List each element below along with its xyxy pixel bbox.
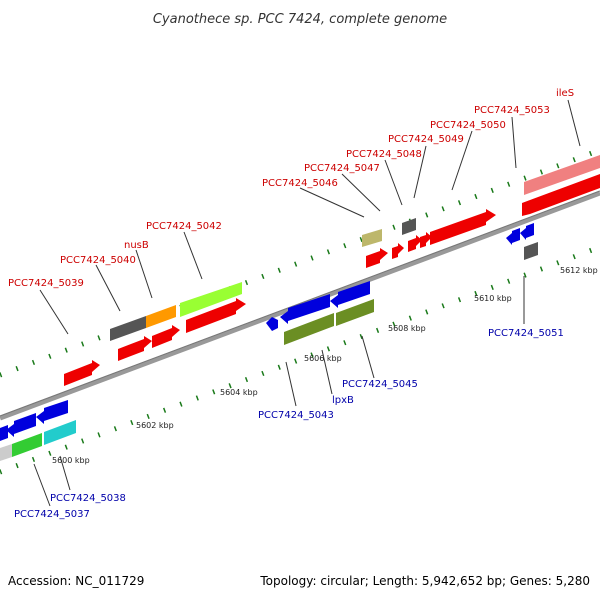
gene-pcc7424-5050[interactable] bbox=[430, 209, 496, 245]
reverse-genes bbox=[0, 223, 538, 461]
reverse-tick-track bbox=[0, 244, 600, 475]
gene-pcc7424-5043[interactable] bbox=[280, 294, 330, 324]
scale-5600: 5600 kbp bbox=[52, 456, 90, 465]
scale-5604: 5604 kbp bbox=[220, 388, 258, 397]
gene-rev-left-2[interactable] bbox=[6, 413, 36, 437]
gene-pcc7424-5039[interactable] bbox=[64, 360, 100, 386]
gene-pcc7424-5049[interactable] bbox=[420, 232, 432, 248]
scale-5610: 5610 kbp bbox=[474, 294, 512, 303]
gene-pcc7424-5051-grey[interactable] bbox=[524, 242, 538, 260]
label-pcc7424-5046[interactable]: PCC7424_5046 bbox=[262, 178, 338, 189]
scale-labels: 5600 kbp 5602 kbp 5604 kbp 5606 kbp 5608… bbox=[52, 266, 598, 465]
label-nusB[interactable]: nusB bbox=[124, 240, 149, 251]
label-pcc7424-5038[interactable]: PCC7424_5038 bbox=[50, 493, 126, 504]
gene-pcc7424-5053[interactable] bbox=[522, 174, 600, 216]
label-pcc7424-5051[interactable]: PCC7424_5051 bbox=[488, 328, 564, 339]
label-pcc7424-5048[interactable]: PCC7424_5048 bbox=[346, 149, 422, 160]
gene-pcc7424-5051[interactable] bbox=[506, 228, 520, 245]
label-pcc7424-5050[interactable]: PCC7424_5050 bbox=[430, 120, 506, 131]
label-pcc7424-5045[interactable]: PCC7424_5045 bbox=[342, 379, 418, 390]
label-lpxB[interactable]: lpxB bbox=[332, 395, 354, 406]
gene-green-left[interactable] bbox=[12, 433, 42, 457]
gene-nusB[interactable] bbox=[152, 325, 180, 348]
label-pcc7424-5039[interactable]: PCC7424_5039 bbox=[8, 278, 84, 289]
reverse-labels: PCC7424_5037 PCC7424_5038 PCC7424_5043 l… bbox=[14, 328, 564, 520]
genome-backbone-edge bbox=[0, 190, 600, 417]
gene-pcc7424-5048-grey[interactable] bbox=[402, 218, 416, 235]
accession-label: Accession: NC_011729 bbox=[8, 574, 145, 588]
scale-5606: 5606 kbp bbox=[304, 354, 342, 363]
scale-5612: 5612 kbp bbox=[560, 266, 598, 275]
gene-cyan-left[interactable] bbox=[44, 420, 76, 445]
scale-5608: 5608 kbp bbox=[388, 324, 426, 333]
gene-pcc7424-5040[interactable] bbox=[118, 336, 152, 361]
gene-pcc7424-5047[interactable] bbox=[392, 243, 404, 259]
label-pcc7424-5040[interactable]: PCC7424_5040 bbox=[60, 255, 136, 266]
label-ileS[interactable]: ileS bbox=[556, 88, 574, 99]
genome-summary: Topology: circular; Length: 5,942,652 bp… bbox=[260, 574, 590, 588]
gene-pcc7424-5042-lime[interactable] bbox=[180, 282, 242, 317]
gene-pcc7424-5043-olive[interactable] bbox=[284, 313, 334, 345]
label-pcc7424-5049[interactable]: PCC7424_5049 bbox=[388, 134, 464, 145]
leader-lines bbox=[33, 99, 581, 507]
gene-pcc7424-5048[interactable] bbox=[408, 235, 422, 252]
gene-pcc7424-5042[interactable] bbox=[186, 298, 246, 333]
scale-5602: 5602 kbp bbox=[136, 421, 174, 430]
gene-pcc7424-5043-small[interactable] bbox=[266, 317, 278, 331]
gene-pcc7424-5051-b[interactable] bbox=[520, 223, 534, 240]
gene-pcc7424-5046[interactable] bbox=[366, 248, 388, 268]
gene-pcc7424-5040-grey[interactable] bbox=[110, 316, 146, 341]
forward-genes bbox=[64, 155, 600, 386]
gene-pcc7424-5045[interactable] bbox=[336, 299, 374, 326]
gene-pcc7424-5046-khaki[interactable] bbox=[362, 229, 382, 247]
label-pcc7424-5047[interactable]: PCC7424_5047 bbox=[304, 163, 380, 174]
gene-lpxB[interactable] bbox=[330, 281, 370, 308]
gene-grey-left[interactable] bbox=[0, 444, 12, 461]
label-pcc7424-5042[interactable]: PCC7424_5042 bbox=[146, 221, 222, 232]
gene-rev-left-1[interactable] bbox=[0, 425, 8, 441]
genome-title: Cyanothece sp. PCC 7424, complete genome bbox=[153, 12, 447, 27]
gene-rev-left-3[interactable] bbox=[36, 400, 68, 424]
label-pcc7424-5037[interactable]: PCC7424_5037 bbox=[14, 509, 90, 520]
label-pcc7424-5043[interactable]: PCC7424_5043 bbox=[258, 410, 334, 421]
forward-labels: PCC7424_5039 PCC7424_5040 nusB PCC7424_5… bbox=[8, 88, 574, 289]
gene-ileS[interactable] bbox=[524, 155, 600, 195]
label-pcc7424-5053[interactable]: PCC7424_5053 bbox=[474, 105, 550, 116]
gene-nusB-orange[interactable] bbox=[146, 305, 176, 328]
